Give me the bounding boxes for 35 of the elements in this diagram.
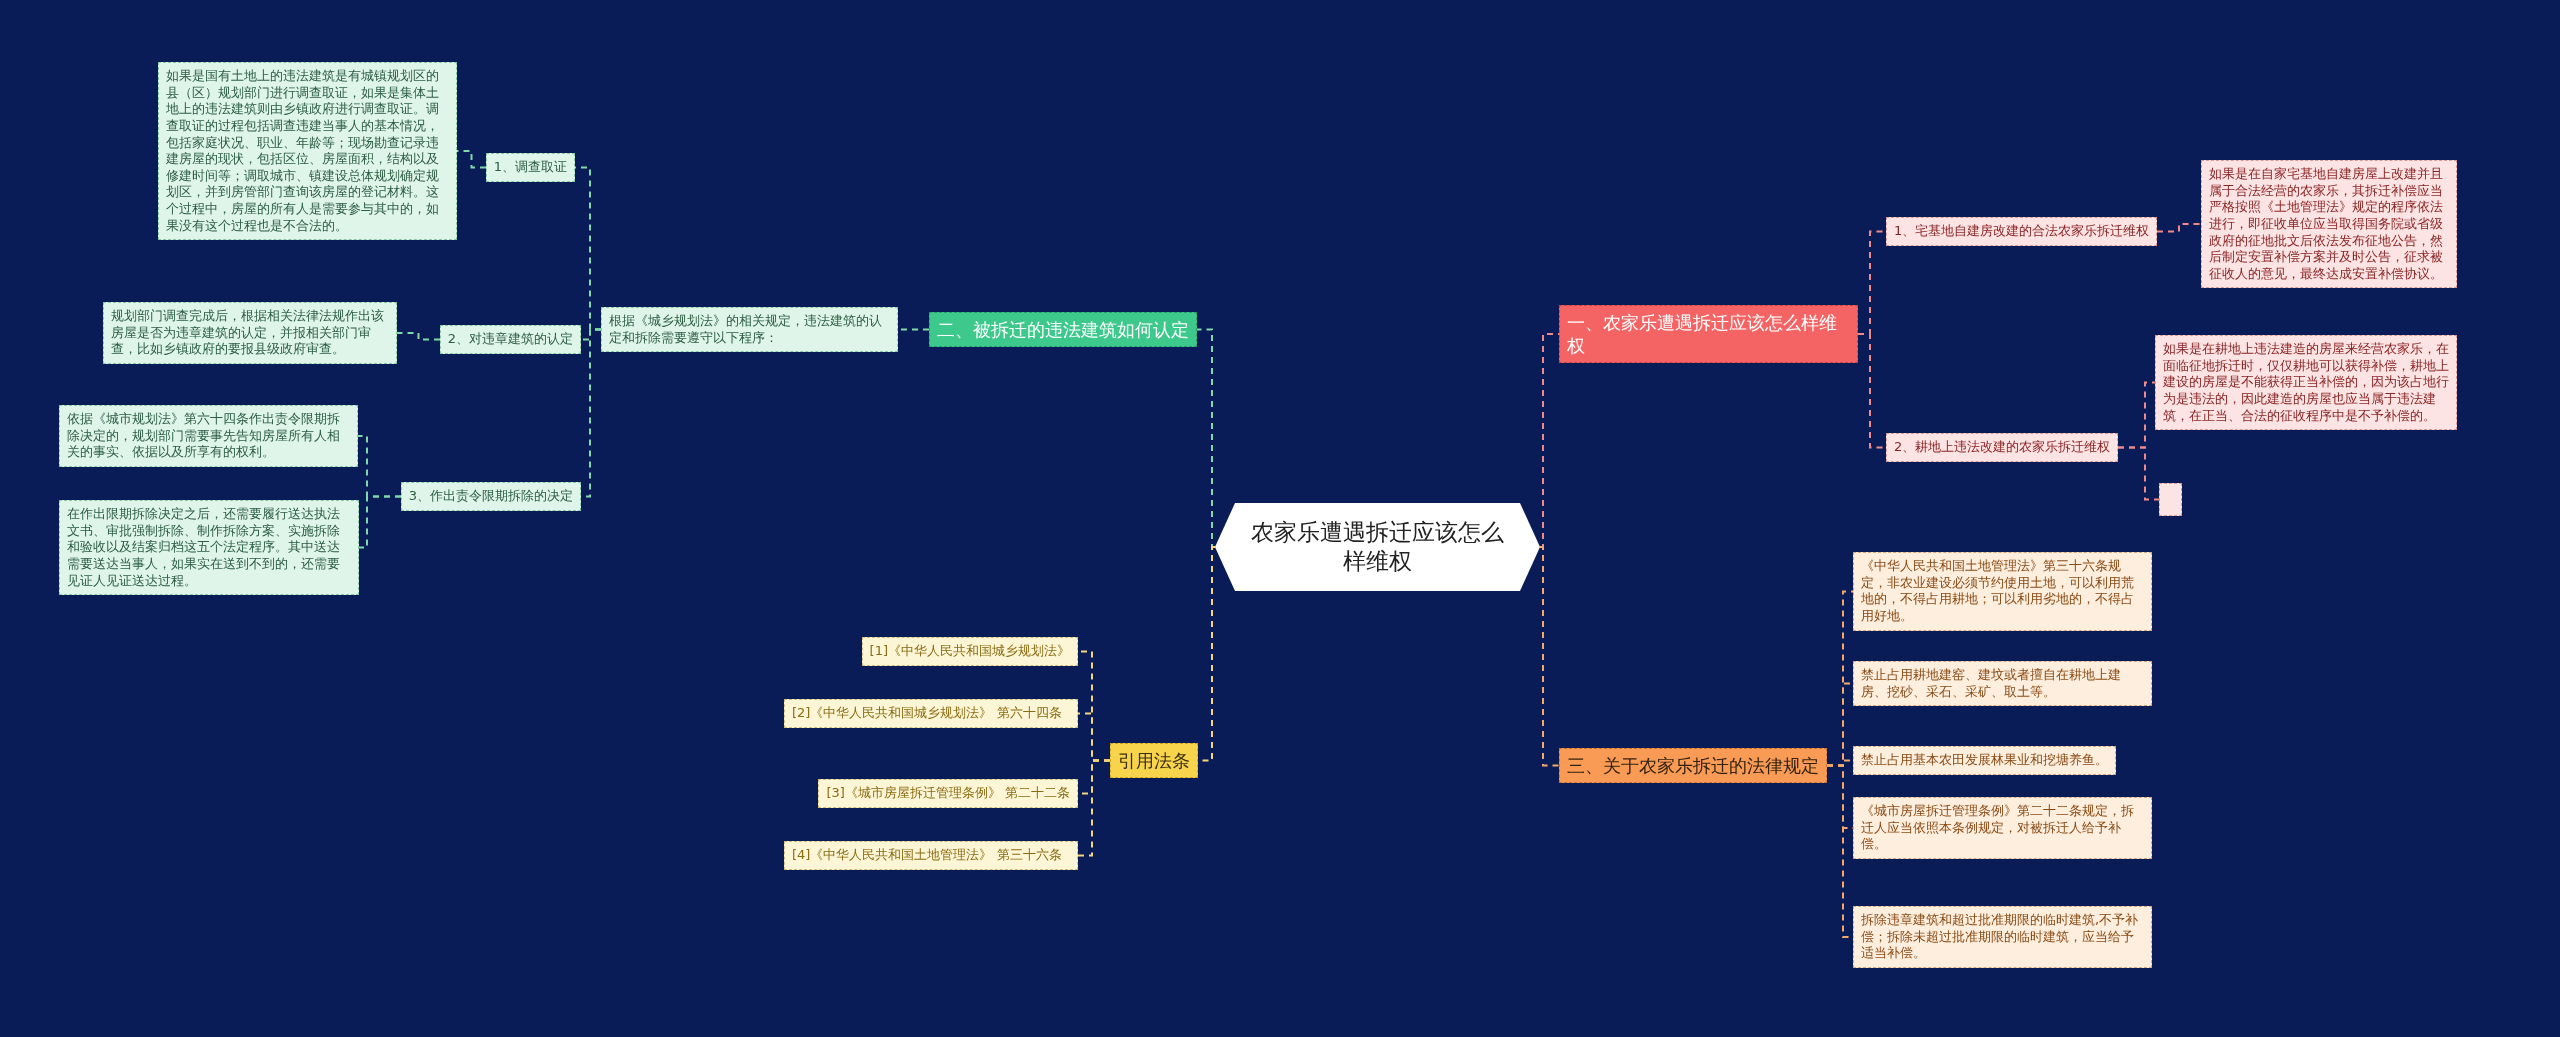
topic-box: 根据《城乡规划法》的相关规定，违法建筑的认定和拆除需要遵守以下程序： — [601, 307, 898, 353]
reference-box: [1]《中华人民共和国城乡规划法》 — [861, 637, 1078, 666]
branch-box: 引用法条 — [1110, 743, 1198, 779]
empty-box — [2159, 483, 2182, 516]
topic-box: 如果是在自家宅基地自建房屋上改建并且属于合法经营的农家乐，其拆迁补偿应当严格按照《土地管理法》规定的程序依法进行，即征收单位应当取得国务院或省级政府的征地批文后依法发布征地公告，然后制定安置补偿方案并及时公告，征求被征收人的意见，最终达成安置补偿协议。 — [2201, 160, 2457, 289]
reference-box: [3]《城市房屋拆迁管理条例》 第二十二条 — [818, 779, 1078, 808]
branch-box: 一、农家乐遭遇拆迁应该怎么样维权 — [1559, 305, 1858, 364]
topic-box: 规划部门调查完成后，根据相关法律法规作出该房屋是否为违章建筑的认定，并报相关部门审查，比如乡镇政府的要报县级政府审查。 — [103, 302, 397, 364]
topic-box: 《中华人民共和国土地管理法》第三十六条规定，非农业建设必须节约使用土地，可以利用荒地的，不得占用耕地；可以利用劣地的，不得占用好地。 — [1853, 552, 2152, 631]
topic-box: 3、作出责令限期拆除的决定 — [400, 482, 581, 511]
connector-line — [2117, 446, 2160, 501]
reference-box: [4]《中华人民共和国土地管理法》 第三十六条 — [784, 841, 1078, 870]
connector-line — [1196, 328, 1216, 548]
topic-box: 拆除违章建筑和超过批准期限的临时建筑,不予补偿；拆除未超过批准期限的临时建筑，应当给予适当补偿。 — [1853, 906, 2152, 968]
reference-box: [2]《中华人民共和国城乡规划法》 第六十四条 — [784, 699, 1078, 728]
topic-box: 2、对违章建筑的认定 — [439, 325, 581, 354]
topic-box: 禁止占用耕地建窑、建坟或者擅自在耕地上建房、挖砂、采石、采矿、取土等。 — [1853, 661, 2152, 707]
branch-box: 三、关于农家乐拆迁的法律规定 — [1559, 748, 1827, 784]
topic-box: 依据《城市规划法》第六十四条作出责令限期拆除决定的，规划部门需要事先告知房屋所有人相关的事实、依据以及所享有的权利。 — [59, 405, 358, 467]
topic-box: 禁止占用基本农田发展林果业和挖塘养鱼。 — [1853, 746, 2116, 775]
connector-line — [2156, 223, 2202, 233]
topic-box: 在作出限期拆除决定之后，还需要履行送达执法文书、审批强制拆除、制作拆除方案、实施拆除和验收以及结案归档这五个法定程序。其中送达需要送达当事人，如果实在送到不到的，还需要见证人见证送达过程。 — [59, 500, 359, 596]
topic-box: 如果是在耕地上违法建造的房屋来经营农家乐，在面临征地拆迁时，仅仅耕地可以获得补偿，耕地上建设的房屋是不能获得正当补偿的，因为该占地行为是违法的，因此建造的房屋也应当属于违法建筑，在正当、合法的征收程序中是不予补偿的。 — [2155, 335, 2457, 431]
branch-box: 二、被拆迁的违法建筑如何认定 — [929, 312, 1197, 348]
topic-box: 2、耕地上违法改建的农家乐拆迁维权 — [1886, 433, 2119, 462]
topic-box: 1、调查取证 — [485, 153, 575, 182]
connector-line — [1077, 759, 1111, 857]
connector-line — [1539, 546, 1560, 767]
connector-line — [358, 495, 402, 549]
topic-box: 《城市房屋拆迁管理条例》第二十二条规定，拆迁人应当依照本条例规定，对被拆迁人给予补偿。 — [1853, 797, 2152, 859]
central-topic-hexagon: 农家乐遭遇拆迁应该怎么样维权 — [1215, 503, 1540, 591]
topic-box: 如果是国有土地上的违法建筑是有城镇规划区的县（区）规划部门进行调查取证，如果是集体土地上的违法建筑则由乡镇政府进行调查取证。调查取证的过程包括调查违建当事人的基本情况，包括家庭状况、职业、年龄等；现场勘查记录违建房屋的现状，包括区位、房屋面积，结构以及修建时间等；调取城市、镇建设总体规划确定规划区，并到房管部门查询该房屋的登记材料。这个过程中，房屋的所有人是需要参与其中的，如果没有这个过程也是不合法的。 — [158, 62, 457, 241]
connector-line — [456, 150, 487, 169]
connector-line — [396, 332, 441, 341]
topic-box: 1、宅基地自建房改建的合法农家乐拆迁维权 — [1886, 217, 2158, 246]
